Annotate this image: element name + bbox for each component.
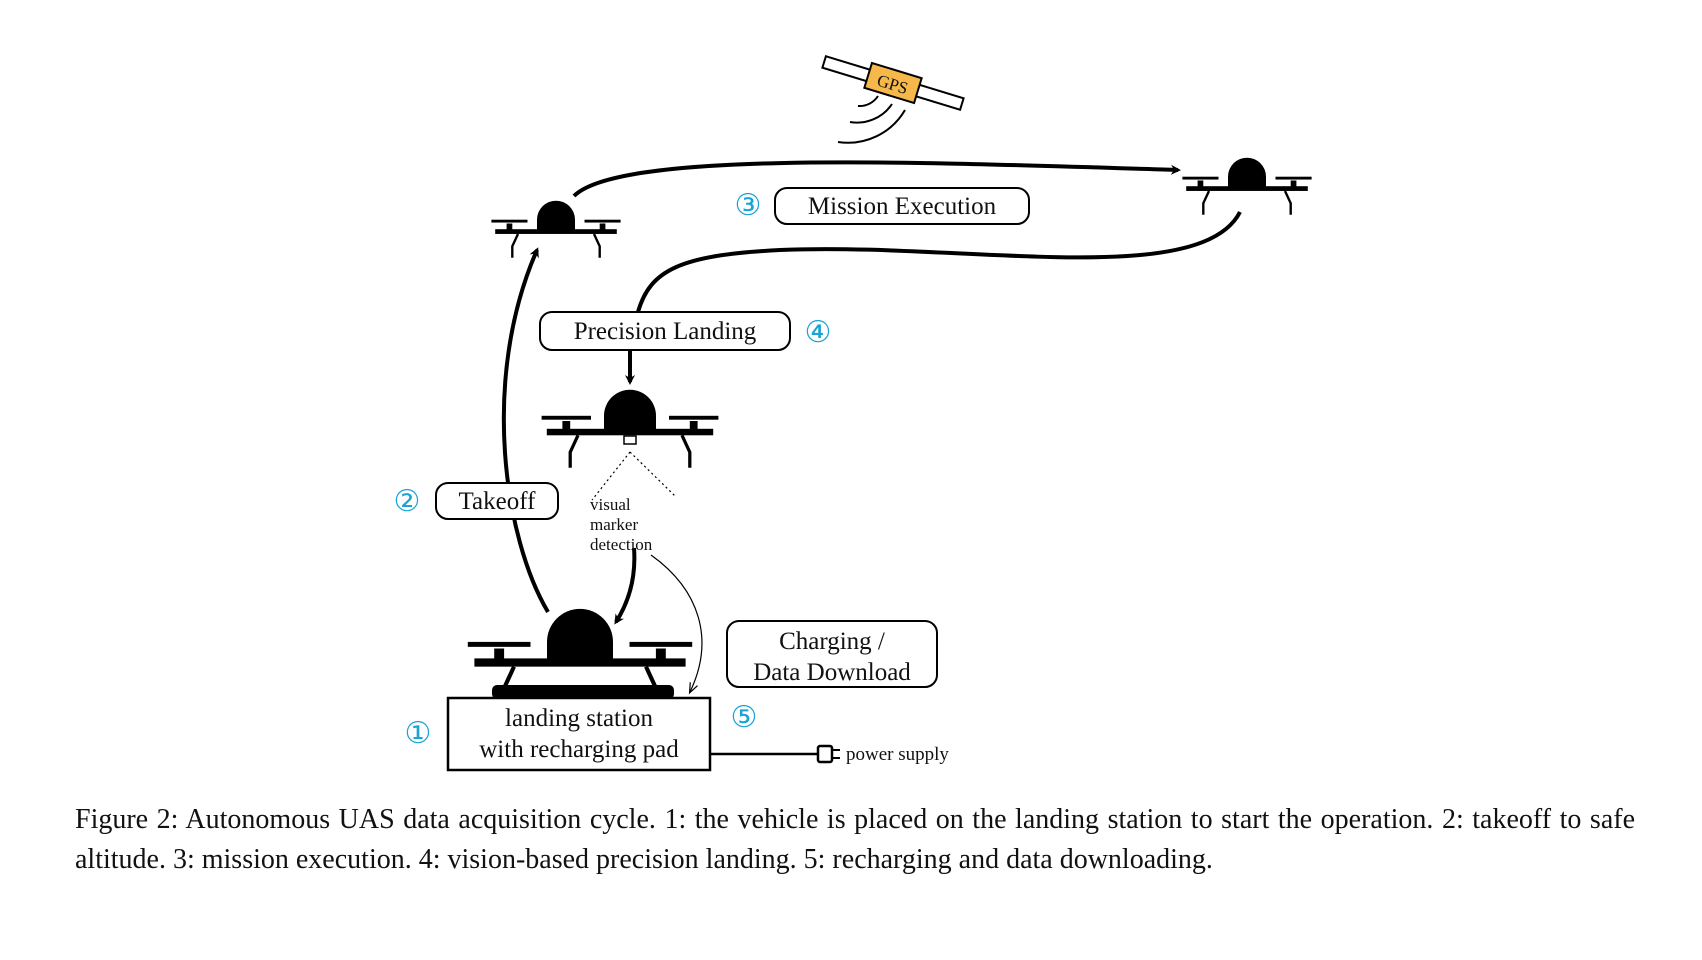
mission-execution-label: Mission Execution <box>808 193 997 220</box>
station-label-line1: landing station <box>505 705 653 732</box>
landing-station: landing station with recharging pad <box>446 696 712 772</box>
descent-arrow <box>614 547 637 625</box>
drone-landing-icon <box>539 388 721 470</box>
takeoff-box: Takeoff <box>435 482 559 520</box>
takeoff-label: Takeoff <box>459 488 537 515</box>
step-number-4: ④ <box>805 316 832 349</box>
mission-execution-box: Mission Execution <box>774 187 1030 225</box>
visual-label-line3: detection <box>590 535 653 554</box>
visual-label-line1: visual <box>590 495 631 514</box>
charging-pad <box>492 685 674 699</box>
uas-cycle-diagram: GPS landing station with recharging pad … <box>394 54 1313 772</box>
drone-mission-icon <box>1181 156 1313 216</box>
charging-box: Charging / Data Download <box>726 620 938 688</box>
step-number-2: ② <box>394 485 421 518</box>
power-supply-label: power supply <box>846 744 949 765</box>
station-label-line2: with recharging pad <box>479 736 679 763</box>
power-plug-icon <box>710 744 840 764</box>
drone-takeoff-icon <box>490 199 622 259</box>
step-number-5: ⑤ <box>731 701 758 734</box>
gps-satellite-icon: GPS <box>821 54 965 144</box>
camera-view-left <box>591 451 631 501</box>
charging-label-line2: Data Download <box>753 659 911 686</box>
visual-label-line2: marker <box>590 515 638 534</box>
precision-landing-label: Precision Landing <box>574 318 757 345</box>
precision-landing-box: Precision Landing <box>539 311 791 351</box>
data-download-arrow <box>650 554 703 692</box>
mission-arrow <box>572 160 1181 198</box>
charging-label-line1: Charging / <box>779 628 885 655</box>
figure-caption: Figure 2: Autonomous UAS data acquisitio… <box>75 804 1635 875</box>
step-number-3: ③ <box>735 189 762 222</box>
camera-view-right <box>629 451 676 497</box>
takeoff-arrow <box>501 247 550 614</box>
return-path <box>636 211 1242 313</box>
step-number-1: ① <box>405 717 432 750</box>
